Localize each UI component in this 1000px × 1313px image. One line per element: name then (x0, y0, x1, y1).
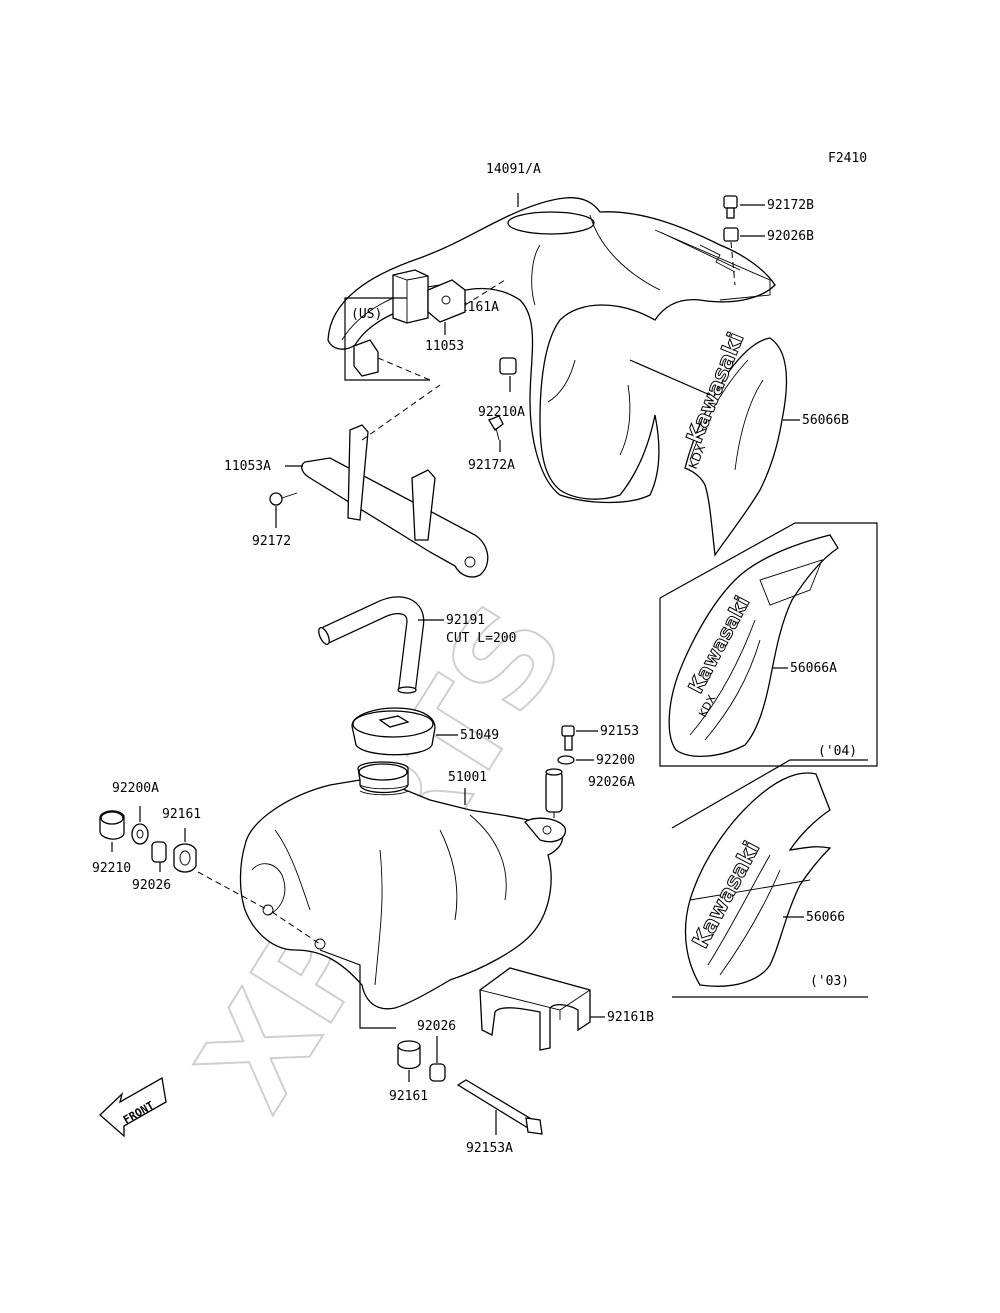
nut-92210A (499, 357, 517, 375)
decal-56066A: Kawasaki KDX (668, 534, 839, 757)
callout-92161B: 92161B (607, 1010, 654, 1025)
callout-92200: 92200 (596, 753, 635, 768)
callout-56066A: 56066A (790, 661, 837, 676)
pad-92161A (392, 269, 429, 324)
bracket-11053 (427, 279, 466, 323)
bolt-92153 (561, 725, 575, 751)
callout-92026-a: 92026 (132, 878, 171, 893)
figure-code: F2410 (828, 151, 867, 166)
callout-92026B: 92026B (767, 229, 814, 244)
front-fender (327, 197, 776, 504)
callout-92172B: 92172B (767, 198, 814, 213)
callout-92026A: 92026A (588, 775, 635, 790)
callout-14091-A: 14091/A (486, 162, 541, 177)
washer-92200 (557, 755, 575, 765)
front-arrow-icon: FRONT (99, 1076, 167, 1138)
fuel-tank-51001 (239, 761, 567, 1010)
bolt-92153A (456, 1079, 543, 1135)
callout-92153A: 92153A (466, 1141, 513, 1156)
fuel-cap-51049 (351, 707, 436, 756)
collar-92026A (545, 768, 563, 813)
collar-92200A (131, 823, 149, 845)
callout-92172A: 92172A (468, 458, 515, 473)
nut-92210 (99, 810, 125, 840)
collar-92026-lower (429, 1063, 446, 1082)
callout-cut: CUT L=200 (446, 631, 516, 646)
callout-92210A: 92210A (478, 405, 525, 420)
callout-11053: 11053 (425, 339, 464, 354)
screw-92172A (488, 415, 504, 441)
bolt-92172B (723, 195, 738, 219)
collar-92026-left (151, 841, 167, 863)
callout-11053A: 11053A (224, 459, 271, 474)
callout-92210: 92210 (92, 861, 131, 876)
clip-part (353, 339, 379, 377)
callout-92161-b: 92161 (389, 1089, 428, 1104)
box-2004: Kawasaki KDX 56066A ('04) (659, 522, 878, 767)
bolt-92172 (269, 492, 298, 506)
callout-92161-a: 92161 (162, 807, 201, 822)
callout-92191: 92191 (446, 613, 485, 628)
collar-92026B (723, 227, 739, 242)
grommet-92161-lower (397, 1040, 421, 1070)
bracket-11053A (301, 424, 489, 578)
callout-56066: 56066 (806, 910, 845, 925)
callout-92026-b: 92026 (417, 1019, 456, 1034)
callout-US: (US) (351, 307, 382, 322)
decal-56066B: Kawasaki KDX (682, 329, 788, 557)
callout-y04: ('04) (818, 744, 857, 759)
callout-92200A: 92200A (112, 781, 159, 796)
hose-92191 (318, 596, 425, 694)
box-2003: Kawasaki 56066 ('03) (671, 759, 868, 998)
decal-56066: Kawasaki (684, 772, 832, 987)
callout-y03: ('03) (810, 974, 849, 989)
callout-92172: 92172 (252, 534, 291, 549)
callout-56066B: 56066B (802, 413, 849, 428)
callout-92153: 92153 (600, 724, 639, 739)
callout-51001: 51001 (448, 770, 487, 785)
callout-51049: 51049 (460, 728, 499, 743)
pad-92161B (479, 967, 591, 1051)
grommet-92161-upper (173, 843, 197, 873)
